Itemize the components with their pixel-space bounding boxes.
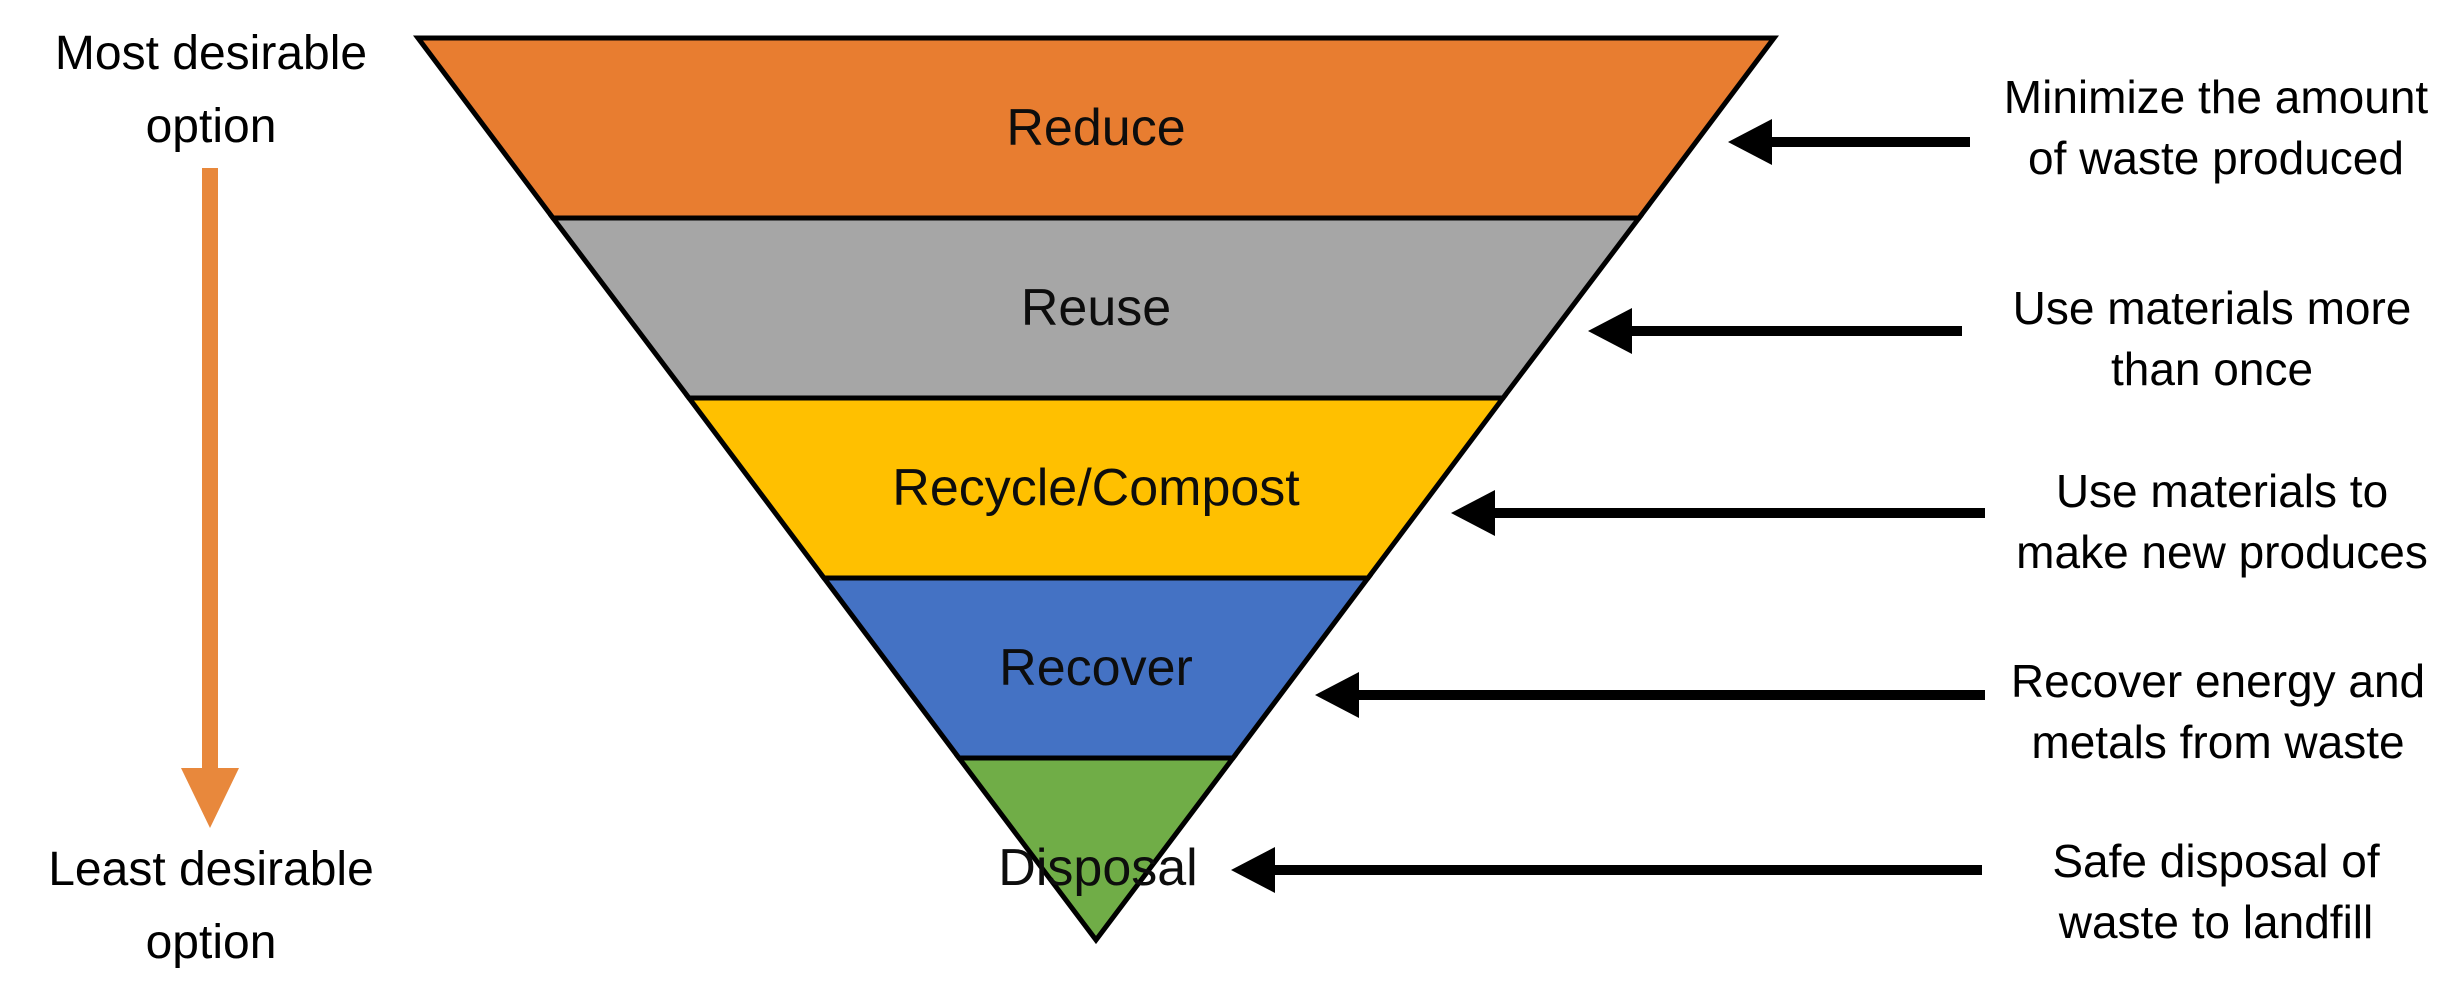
least-desirable-label-line2: option <box>145 916 277 969</box>
desc-disposal-line1: Safe disposal of <box>2052 835 2380 887</box>
desirability-arrow-head <box>181 768 239 828</box>
level-recycle-compost-label: Recycle/Compost <box>892 459 1300 517</box>
pointer-arrow-disposal-head <box>1231 847 1275 893</box>
pointer-arrow-recover-head <box>1315 672 1359 718</box>
desc-reduce: Minimize the amount of waste produced <box>2004 67 2428 189</box>
desc-reuse: Use materials more than once <box>2013 278 2412 400</box>
desc-recover-line1: Recover energy and <box>2010 655 2426 707</box>
desc-reuse-line2: than once <box>2110 343 2314 395</box>
desc-recover-line2: metals from waste <box>2031 716 2405 768</box>
most-desirable-label-line2: option <box>145 100 277 153</box>
level-reuse-label: Reuse <box>1020 279 1172 337</box>
level-recover-label: Recover <box>999 639 1193 697</box>
desc-recycle-compost: Use materials to make new produces <box>2016 461 2428 583</box>
desc-disposal-line2: waste to landfill <box>2058 896 2374 948</box>
level-disposal-shape <box>953 755 1239 945</box>
desc-reuse-line1: Use materials more <box>2012 282 2412 334</box>
most-desirable-label: Most desirable option <box>55 17 367 163</box>
desc-disposal: Safe disposal of waste to landfill <box>2052 831 2379 953</box>
desc-reduce-line1: Minimize the amount <box>2003 71 2429 123</box>
pointer-arrows <box>1231 119 1985 893</box>
desc-recycle-compost-line1: Use materials to <box>2055 465 2389 517</box>
least-desirable-label: Least desirable option <box>48 833 374 979</box>
most-desirable-label-line1: Most desirable <box>54 27 368 80</box>
pointer-arrow-recycle-head <box>1451 490 1495 536</box>
inverted-pyramid <box>413 35 1779 945</box>
desc-recover: Recover energy and metals from waste <box>2011 651 2425 773</box>
level-reduce-label: Reduce <box>1006 99 1186 157</box>
level-disposal-label: Disposal <box>998 839 1198 897</box>
pointer-arrow-reduce-head <box>1728 119 1772 165</box>
pointer-arrow-reuse-head <box>1588 308 1632 354</box>
desc-reduce-line2: of waste produced <box>2028 132 2404 184</box>
least-desirable-label-line1: Least desirable <box>48 843 374 896</box>
desc-recycle-compost-line2: make new produces <box>2016 526 2428 578</box>
desirability-arrow <box>181 168 239 828</box>
